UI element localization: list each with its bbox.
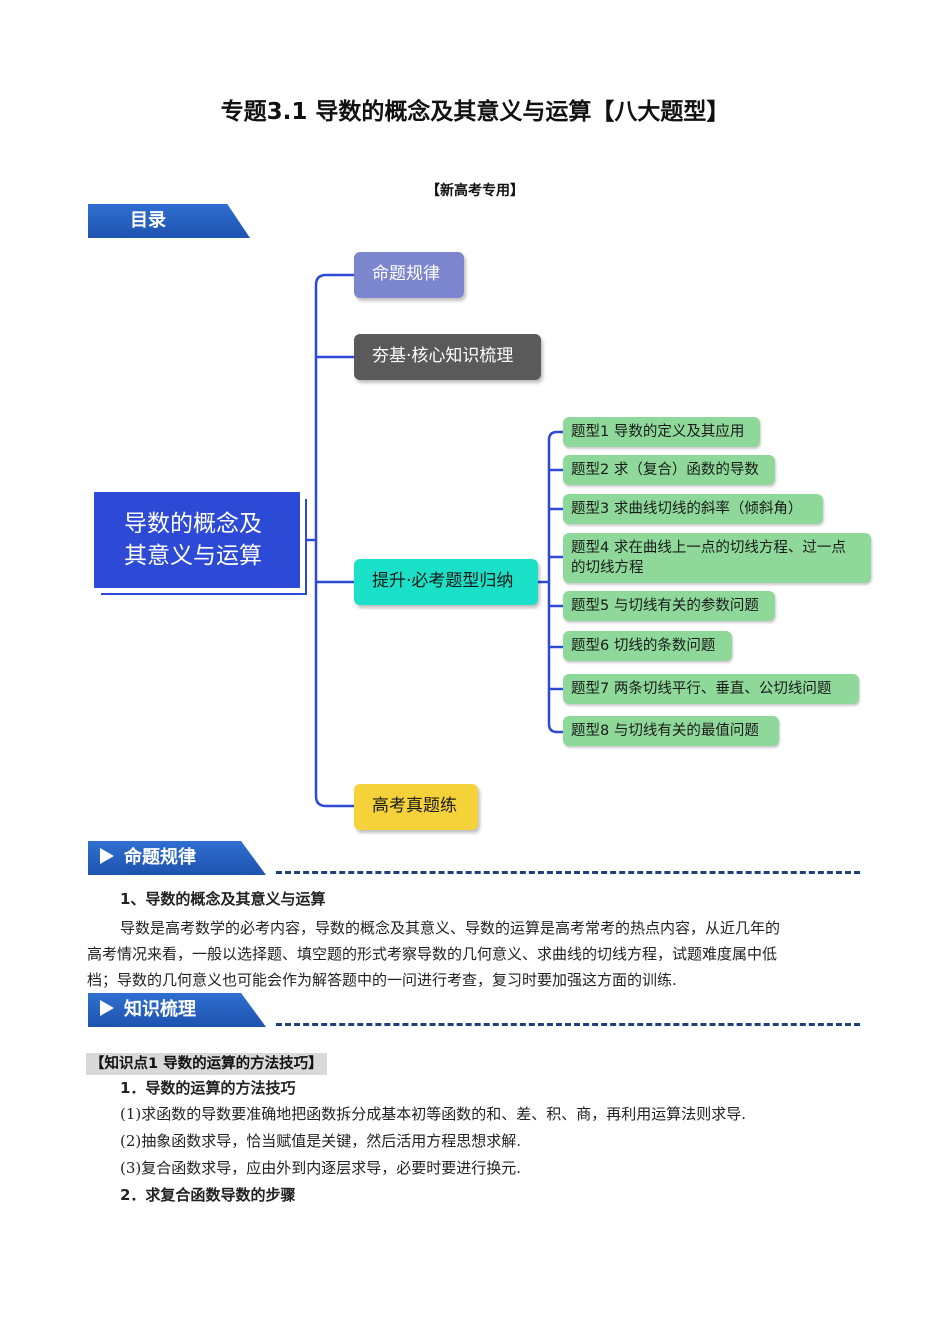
type-node-6[interactable]: 题型6 切线的条数问题 xyxy=(563,631,732,661)
type-label-line1: 题型4 求在曲线上一点的切线方程、过一点 xyxy=(571,540,846,556)
type-label: 题型3 求曲线切线的斜率（倾斜角） xyxy=(571,501,803,517)
knowledge-point-label: 【知识点1 导数的运算的方法技巧】 xyxy=(86,1053,327,1075)
type-node-4[interactable]: 题型4 求在曲线上一点的切线方程、过一点 的切线方程 xyxy=(563,533,871,583)
page-subtitle: 【新高考专用】 xyxy=(426,183,524,199)
toc-tab-label: 目录 xyxy=(130,210,166,231)
kp-heading-1: 1．导数的运算的方法技巧 xyxy=(120,1079,296,1097)
type-node-2[interactable]: 题型2 求（复合）函数的导数 xyxy=(563,455,775,485)
section-divider xyxy=(276,871,860,874)
kp-item-2: (2)抽象函数求导，恰当赋值是关键，然后活用方程思想求解. xyxy=(120,1132,522,1150)
type-label: 题型5 与切线有关的参数问题 xyxy=(571,598,759,614)
play-icon xyxy=(100,848,114,864)
branch-mingti-guilv[interactable]: 命题规律 xyxy=(354,252,464,298)
type-node-3[interactable]: 题型3 求曲线切线的斜率（倾斜角） xyxy=(563,494,823,524)
section-divider xyxy=(276,1023,860,1026)
type-node-5[interactable]: 题型5 与切线有关的参数问题 xyxy=(563,591,775,621)
section1-paragraph: 导数是高考数学的必考内容，导数的概念及其意义、导数的运算是高考常考的热点内容，从… xyxy=(87,915,867,993)
branch-label: 高考真题练 xyxy=(372,796,457,816)
kp-heading-2: 2．求复合函数导数的步骤 xyxy=(120,1186,296,1204)
branch-hangji-zhishi[interactable]: 夯基·核心知识梳理 xyxy=(354,334,541,380)
type-label-line2: 的切线方程 xyxy=(571,560,644,576)
type-label: 题型7 两条切线平行、垂直、公切线问题 xyxy=(571,681,832,697)
mindmap-root-line2: 其意义与运算 xyxy=(124,543,262,569)
section-tab-label: 知识梳理 xyxy=(124,999,196,1020)
type-label: 题型2 求（复合）函数的导数 xyxy=(571,462,759,478)
type-node-1[interactable]: 题型1 导数的定义及其应用 xyxy=(563,417,760,447)
mindmap-root: 导数的概念及 其意义与运算 xyxy=(94,492,300,588)
para-line: 导数是高考数学的必考内容，导数的概念及其意义、导数的运算是高考常考的热点内容，从… xyxy=(120,919,781,937)
type-node-8[interactable]: 题型8 与切线有关的最值问题 xyxy=(563,716,779,746)
para-line: 档；导数的几何意义也可能会作为解答题中的一问进行考查，复习时要加强这方面的训练. xyxy=(87,971,677,989)
branch-label: 提升·必考题型归纳 xyxy=(372,571,514,591)
branch-tisheng-tixing[interactable]: 提升·必考题型归纳 xyxy=(354,559,538,605)
page-title: 专题3.1 导数的概念及其意义与运算【八大题型】 xyxy=(220,99,730,125)
branch-label: 夯基·核心知识梳理 xyxy=(372,346,514,366)
type-label: 题型8 与切线有关的最值问题 xyxy=(571,723,759,739)
play-icon xyxy=(100,1000,114,1016)
toc-tab: 目录 xyxy=(88,204,250,238)
section-tab-mingti: 命题规律 xyxy=(88,841,266,875)
branch-label: 命题规律 xyxy=(372,264,440,284)
section-tab-zhishi: 知识梳理 xyxy=(88,993,266,1027)
type-label: 题型6 切线的条数问题 xyxy=(571,638,716,654)
mindmap-root-line1: 导数的概念及 xyxy=(124,511,262,537)
section-tab-label: 命题规律 xyxy=(124,847,196,868)
branch-gaokao-zhenti[interactable]: 高考真题练 xyxy=(354,784,478,830)
type-label: 题型1 导数的定义及其应用 xyxy=(571,424,745,440)
type-node-7[interactable]: 题型7 两条切线平行、垂直、公切线问题 xyxy=(563,674,859,704)
para-line: 高考情况来看，一般以选择题、填空题的形式考察导数的几何意义、求曲线的切线方程，试… xyxy=(87,945,778,963)
kp-item-3: (3)复合函数求导，应由外到内逐层求导，必要时要进行换元. xyxy=(120,1159,522,1177)
section1-heading: 1、导数的概念及其意义与运算 xyxy=(120,890,326,908)
kp-item-1: (1)求函数的导数要准确地把函数拆分成基本初等函数的和、差、积、商，再利用运算法… xyxy=(120,1105,747,1123)
